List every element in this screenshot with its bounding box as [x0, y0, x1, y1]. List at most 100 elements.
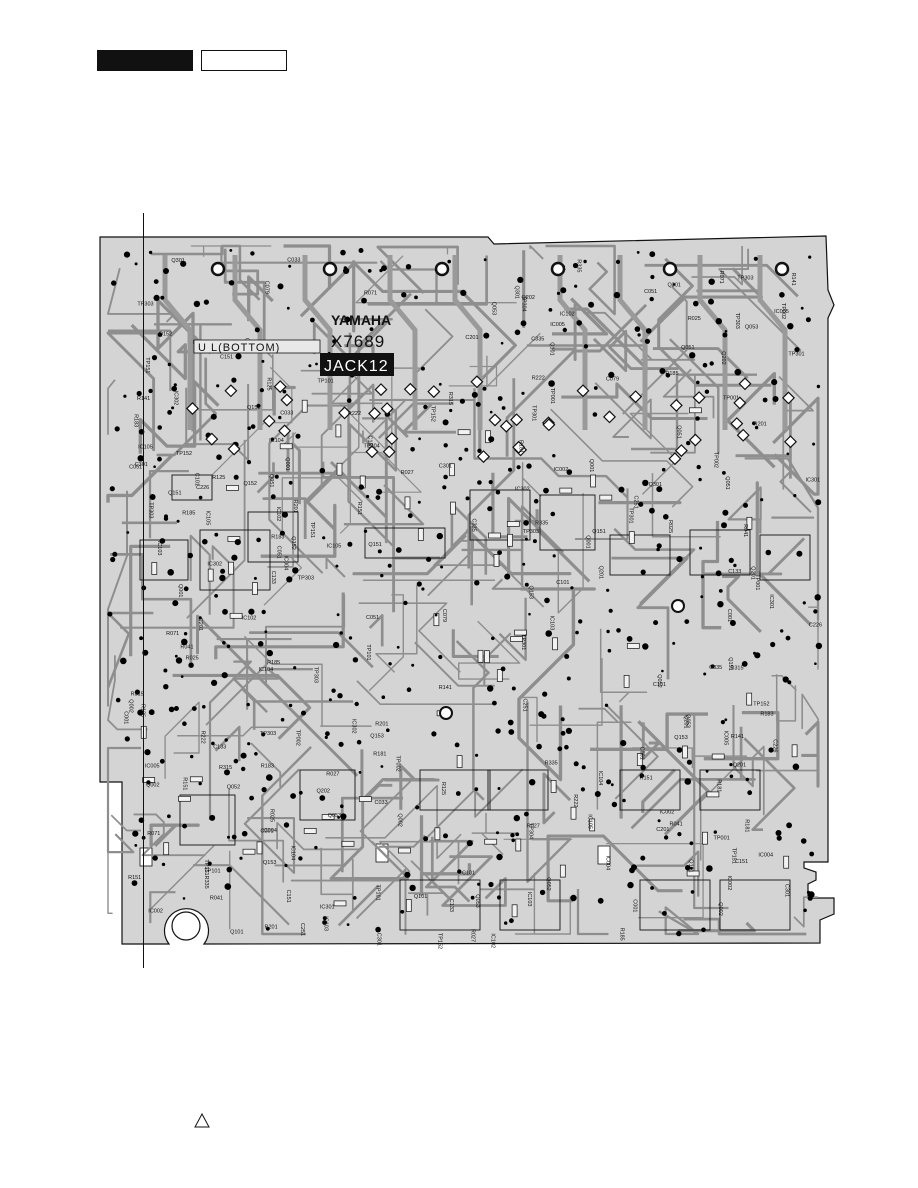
refdes-label: Q153	[370, 733, 383, 739]
solder-pad	[256, 403, 261, 408]
trace	[498, 597, 527, 661]
trace	[250, 742, 282, 787]
solder-pad	[288, 480, 293, 485]
refdes-label: Q052	[684, 714, 690, 727]
refdes-label: R025	[688, 316, 701, 322]
solder-pad	[792, 763, 800, 771]
solder-pad	[235, 353, 242, 360]
solder-pad	[416, 581, 422, 587]
solder-pad	[149, 494, 156, 500]
solder-pad	[703, 672, 707, 676]
solder-pad	[120, 657, 127, 665]
trace	[611, 556, 689, 680]
solder-pad	[183, 586, 189, 592]
trace	[133, 813, 206, 857]
refdes-label: Q001	[284, 457, 290, 470]
smd-part	[207, 568, 214, 582]
component-outline	[399, 879, 481, 931]
solder-pad	[676, 930, 682, 937]
solder-pad	[610, 783, 614, 787]
refdes-label: C301	[783, 884, 789, 897]
trace	[514, 872, 571, 935]
component-outline	[499, 879, 561, 931]
trace	[106, 611, 154, 688]
solder-pad	[423, 404, 428, 410]
refdes-label: R185	[182, 510, 195, 516]
solder-pad	[229, 249, 233, 252]
solder-pad	[794, 347, 800, 353]
component-outline	[247, 511, 299, 563]
solder-pad	[775, 830, 782, 836]
solder-pad	[114, 426, 120, 432]
smd-part	[590, 474, 596, 488]
trace	[110, 814, 141, 832]
solder-pad	[188, 662, 194, 668]
solder-pad	[474, 787, 479, 792]
trace	[631, 373, 757, 451]
refdes-label: R125	[212, 475, 225, 481]
trace	[232, 255, 263, 430]
trace	[108, 329, 172, 392]
trace	[263, 556, 303, 606]
refdes-label: C201	[197, 618, 203, 631]
solder-pad	[495, 728, 501, 734]
component-outline	[469, 489, 531, 541]
solder-pad	[642, 479, 649, 487]
solder-pad	[796, 550, 803, 557]
refdes-label: C226	[772, 739, 778, 752]
smd-part	[449, 463, 455, 477]
smd-part	[493, 554, 500, 567]
solder-pad	[153, 294, 160, 301]
solder-pad	[581, 765, 586, 770]
smd-part	[746, 692, 753, 706]
solder-pad	[574, 284, 578, 288]
refdes-label: Q152	[159, 332, 172, 338]
refdes-label: C033	[375, 800, 388, 806]
solder-pads	[107, 248, 823, 937]
refdes-label: IC302	[350, 719, 356, 734]
refdes-label: C335	[709, 665, 722, 671]
refdes-label: TP002	[780, 303, 786, 319]
refdes-label: Q151	[168, 490, 181, 496]
refdes-label: IC005	[723, 731, 729, 746]
solder-pad	[139, 636, 144, 641]
trace	[190, 245, 272, 257]
solder-pad	[768, 747, 774, 753]
smd-part	[477, 649, 484, 663]
solder-pad	[340, 249, 346, 256]
solder-pad	[611, 801, 618, 808]
solder-pad	[594, 791, 601, 797]
solder-pad	[148, 388, 153, 394]
trace	[248, 631, 374, 669]
solder-pad	[640, 855, 646, 861]
trace	[771, 675, 797, 691]
trace	[701, 520, 722, 630]
smd-part	[589, 818, 596, 832]
solder-pad	[715, 318, 722, 325]
trace	[641, 768, 676, 813]
refdes-label: TP101	[318, 378, 334, 384]
square-pad	[470, 375, 484, 389]
refdes-label: IC301	[768, 594, 774, 609]
solder-pad	[340, 813, 347, 820]
solder-pad	[403, 600, 408, 606]
trace	[260, 467, 342, 558]
solder-pad	[470, 895, 475, 900]
refdes-label: R315	[730, 666, 743, 672]
solder-pad	[618, 486, 625, 493]
refdes-label: IC102	[275, 507, 281, 522]
refdes-label: C133	[213, 745, 226, 751]
smd-part	[496, 669, 503, 682]
smd-part	[599, 494, 613, 501]
solder-pad	[233, 758, 239, 764]
refdes-label: R183	[261, 763, 274, 769]
solder-pad	[220, 568, 226, 574]
connector-ring	[210, 261, 226, 277]
refdes-label: Q001	[177, 584, 183, 597]
smd-part	[686, 870, 700, 877]
refdes-label: Q101	[230, 929, 243, 935]
square-pad	[382, 445, 396, 459]
solder-pad	[216, 454, 222, 461]
solder-pad	[466, 840, 473, 847]
refdes-label: TP152	[437, 933, 443, 949]
